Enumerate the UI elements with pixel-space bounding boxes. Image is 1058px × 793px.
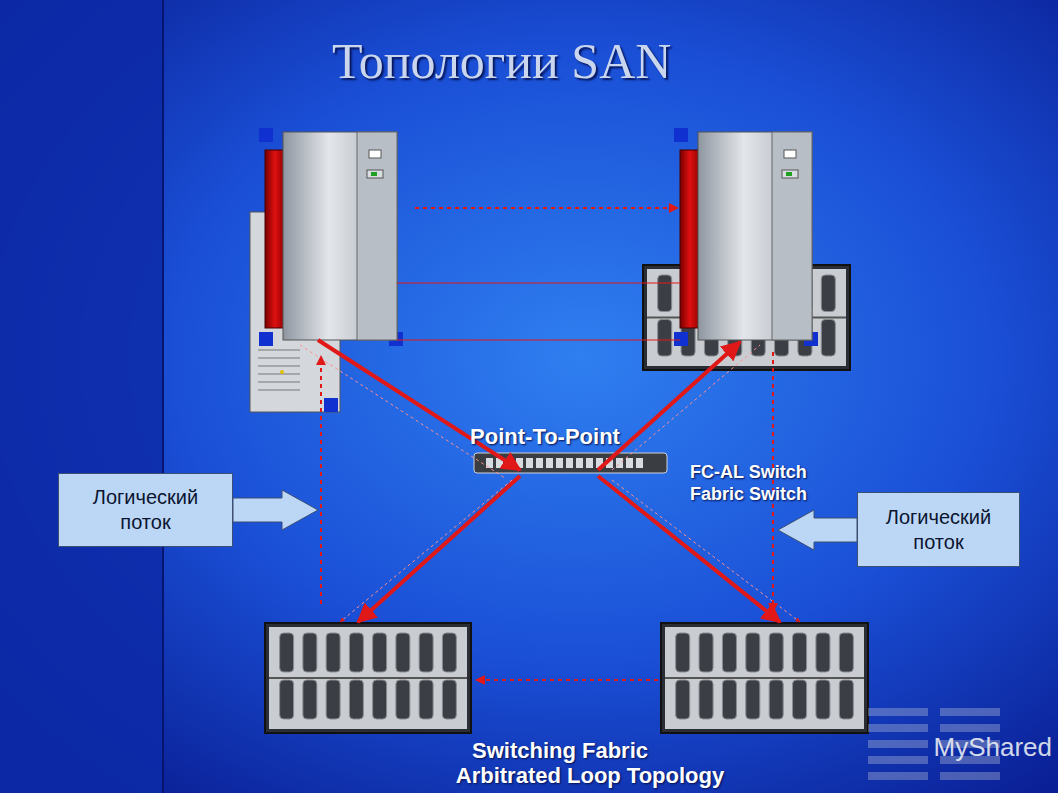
fc-links [300, 208, 800, 680]
callout-text: Логический поток [868, 505, 1009, 555]
fc-cable [340, 480, 512, 622]
callout-text: Логический поток [69, 485, 222, 535]
fc-cable [300, 345, 505, 478]
fc-switch [474, 453, 667, 473]
switch-label: Fabric Switch [690, 484, 807, 505]
fc-cable [397, 339, 680, 340]
logical-flow [415, 207, 678, 209]
topology-label: Switching Fabric [472, 738, 648, 764]
callout-box: Логический поток [857, 492, 1020, 567]
slide-title: Топологии SAN [332, 32, 671, 90]
logical-flow [476, 679, 658, 681]
fc-cable [318, 340, 520, 470]
switch-label: FC-AL Switch [690, 462, 807, 483]
storage-left [265, 623, 471, 733]
side-band-edge [162, 0, 164, 793]
topology-label: Point-To-Point [470, 424, 620, 450]
storage-right [661, 623, 868, 733]
watermark: MyShared [934, 732, 1053, 763]
fc-cable [598, 342, 740, 470]
server-left [259, 128, 403, 346]
server-right [674, 128, 818, 346]
fc-cable [612, 345, 760, 470]
callout-box: Логический поток [58, 473, 233, 547]
logical-flow [320, 356, 322, 604]
fc-cable [358, 476, 520, 622]
fc-cable [397, 282, 680, 283]
topology-label: Arbitrated Loop Topology [456, 763, 724, 789]
side-band [0, 0, 162, 793]
